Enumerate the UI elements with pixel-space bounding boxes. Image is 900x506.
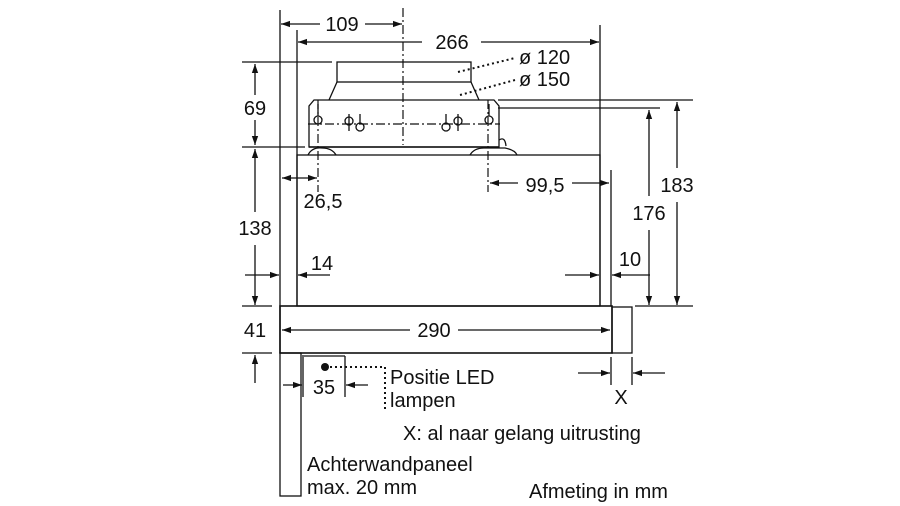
dim-138: 138 [238,218,271,240]
dim-69: 69 [244,98,266,120]
extension-lines [242,61,693,385]
hood-outline [279,10,633,497]
dim-14: 14 [311,253,333,275]
back-panel-max-label: max. 20 mm [307,477,417,499]
dim-diameter-150: ø 150 [519,69,570,91]
fan-motor-housing [307,61,518,156]
dim-290: 290 [417,320,450,342]
dim-176: 176 [632,203,665,225]
dimension-arrows [245,20,681,389]
front-trim [611,306,633,354]
back-wall-panel [279,352,302,497]
dim-35: 35 [313,377,335,399]
dim-10: 10 [619,249,641,271]
dim-41: 41 [244,320,266,342]
led-lamps-label: lampen [390,390,456,412]
unit-note: Afmeting in mm [529,481,668,503]
led-position-label: Positie LED [390,367,495,389]
back-panel-label: Achterwandpaneel [307,454,473,476]
dim-26-5: 26,5 [304,191,343,213]
dim-diameter-120: ø 120 [519,47,570,69]
dim-109: 109 [325,14,358,36]
dim-183: 183 [660,175,693,197]
dim-99-5: 99,5 [526,175,565,197]
dim-266: 266 [435,32,468,54]
dim-x: X [614,387,627,409]
x-note: X: al naar gelang uitrusting [403,423,641,445]
led-position-marker [321,363,329,371]
